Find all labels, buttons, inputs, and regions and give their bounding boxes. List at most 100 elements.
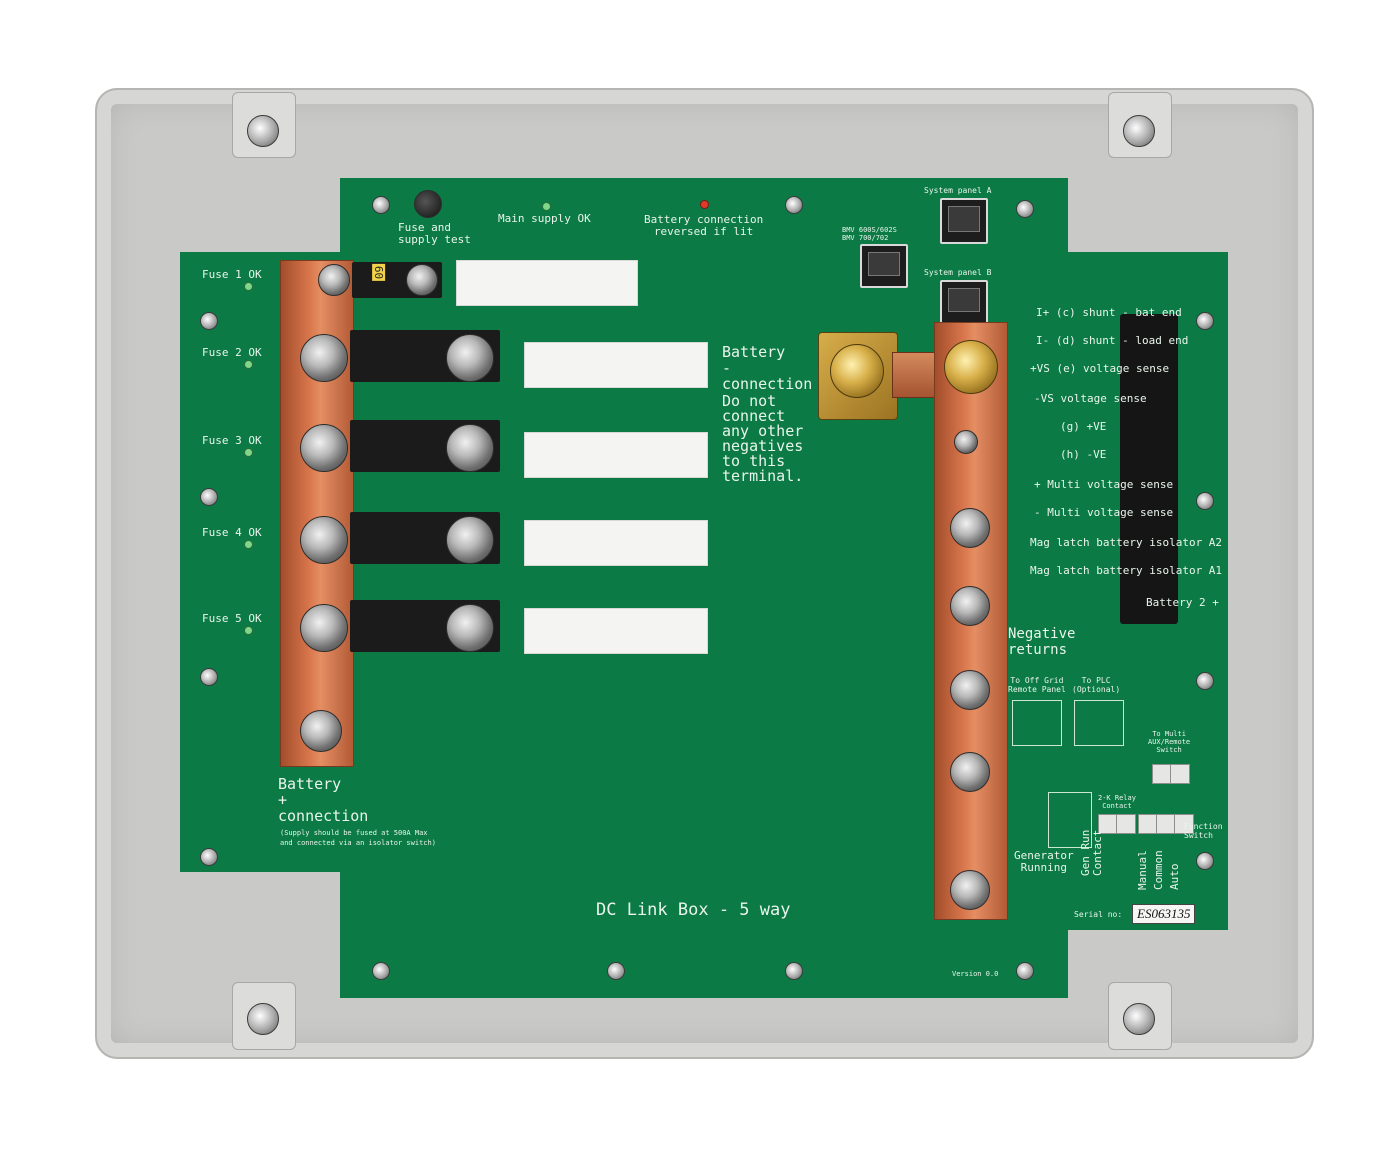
to-plc-label: To PLC (Optional) bbox=[1072, 676, 1121, 694]
serial-no-label: Serial no: bbox=[1074, 910, 1123, 919]
negative-return-bolt-icon bbox=[950, 586, 990, 626]
reverse-polarity-led-icon bbox=[700, 200, 709, 209]
gen-run-contact-label: Gen Run Contact bbox=[1079, 829, 1104, 876]
fuse-1-ok-label: Fuse 1 OK bbox=[202, 268, 262, 281]
board-screw-icon bbox=[372, 962, 390, 980]
system-panel-a-label: System panel A bbox=[924, 186, 992, 195]
pin-label-11: Battery 2 + bbox=[1146, 596, 1219, 609]
pin-label-4: -VS voltage sense bbox=[1034, 392, 1147, 405]
pin-label-6: (h) -VE bbox=[1060, 448, 1107, 461]
system-panel-a-port[interactable] bbox=[940, 198, 988, 244]
fuse-supply-test-label: Fuse and supply test bbox=[398, 221, 471, 246]
fuse-2-led-icon bbox=[244, 360, 253, 369]
board-screw-icon bbox=[200, 668, 218, 686]
board-screw-icon bbox=[785, 196, 803, 214]
battery-positive-note: (Supply should be fused at 500A Max and … bbox=[280, 829, 436, 847]
plc-connector[interactable] bbox=[1074, 700, 1124, 746]
fuse-5-bolt-icon bbox=[446, 604, 494, 652]
fuse-3-ok-label: Fuse 3 OK bbox=[202, 434, 262, 447]
board-screw-icon bbox=[1016, 200, 1034, 218]
bmv-label: BMV 600S/602S BMV 700/702 bbox=[842, 226, 897, 242]
fuse-4-ok-label: Fuse 4 OK bbox=[202, 526, 262, 539]
fuse-5-label-plate bbox=[524, 608, 708, 654]
auto-label: Auto bbox=[1168, 863, 1181, 891]
fuse-1-led-icon bbox=[244, 282, 253, 291]
fuse-1-bolt-icon bbox=[406, 264, 438, 296]
board-screw-icon bbox=[607, 962, 625, 980]
fuse-4-bolt-icon bbox=[446, 516, 494, 564]
pin-label-2: I- (d) shunt - load end bbox=[1036, 334, 1189, 347]
pin-label-7: + Multi voltage sense bbox=[1034, 478, 1174, 491]
board-screw-icon bbox=[1196, 852, 1214, 870]
pin-label-3: +VS (e) voltage sense bbox=[1030, 362, 1170, 375]
fuse-1-label-plate bbox=[456, 260, 638, 306]
version-label: Version 0.0 bbox=[952, 970, 999, 978]
to-off-grid-label: To Off Grid Remote Panel bbox=[1008, 676, 1066, 694]
pin-label-9: Mag latch battery isolator A2 bbox=[1030, 536, 1223, 549]
system-panel-b-port[interactable] bbox=[940, 280, 988, 324]
negative-return-bolt-icon bbox=[950, 752, 990, 792]
multi-switch-terminal[interactable] bbox=[1170, 764, 1190, 784]
lug-hole-icon bbox=[1123, 1003, 1155, 1035]
board-screw-icon bbox=[200, 848, 218, 866]
function-switch-terminal[interactable] bbox=[1138, 814, 1158, 834]
fuse-3-bolt-icon bbox=[300, 424, 348, 472]
fuse-5-led-icon bbox=[244, 626, 253, 635]
pin-label-10: Mag latch battery isolator A1 bbox=[1030, 564, 1223, 577]
test-button[interactable] bbox=[414, 190, 442, 218]
manual-label: Manual bbox=[1136, 850, 1149, 890]
fuse-3-led-icon bbox=[244, 448, 253, 457]
function-switch-label: Function Switch bbox=[1184, 822, 1223, 840]
system-panel-b-label: System panel B bbox=[924, 268, 992, 277]
negative-return-bolt-icon bbox=[950, 670, 990, 710]
to-multi-label: To Multi AUX/Remote Switch bbox=[1148, 730, 1191, 754]
battery-negative-title: Battery - connection bbox=[722, 343, 813, 393]
fuse-4-bolt-icon bbox=[300, 516, 348, 564]
fuse-1-rating: 60 bbox=[372, 263, 386, 282]
board-screw-icon bbox=[785, 962, 803, 980]
function-switch-terminal[interactable] bbox=[1156, 814, 1176, 834]
battery-negative-note: Do not connect any other negatives to th… bbox=[722, 392, 804, 485]
negative-returns-label: Negative returns bbox=[1008, 626, 1076, 658]
bmv-port[interactable] bbox=[860, 244, 908, 288]
negative-return-bolt-icon bbox=[950, 870, 990, 910]
generator-connector[interactable] bbox=[1048, 792, 1092, 848]
board-screw-icon bbox=[200, 312, 218, 330]
lug-hole-icon bbox=[247, 115, 279, 147]
positive-bus-bolt-icon bbox=[300, 710, 342, 752]
board-screw-icon bbox=[1196, 492, 1214, 510]
main-supply-led-icon bbox=[542, 202, 551, 211]
pin-label-5: (g) +VE bbox=[1060, 420, 1107, 433]
off-grid-connector[interactable] bbox=[1012, 700, 1062, 746]
board-screw-icon bbox=[200, 488, 218, 506]
generator-running-label: Generator Running bbox=[1014, 849, 1074, 874]
negative-return-bolt-icon bbox=[954, 430, 978, 454]
fuse-2-ok-label: Fuse 2 OK bbox=[202, 346, 262, 359]
board-screw-icon bbox=[1196, 672, 1214, 690]
pin-label-1: I+ (c) shunt - bat end bbox=[1036, 306, 1182, 319]
function-switch-terminal[interactable] bbox=[1174, 814, 1194, 834]
multi-switch-terminal[interactable] bbox=[1152, 764, 1172, 784]
fuse-3-label-plate bbox=[524, 432, 708, 478]
pin-header-column bbox=[1120, 314, 1178, 624]
fuse-5-bolt-icon bbox=[300, 604, 348, 652]
battery-reversed-label: Battery connection reversed if lit bbox=[644, 213, 764, 238]
gen-run-terminal[interactable] bbox=[1116, 814, 1136, 834]
fuse-2-bolt-icon bbox=[300, 334, 348, 382]
board-screw-icon bbox=[1016, 962, 1034, 980]
board-title: DC Link Box - 5 way bbox=[596, 900, 791, 920]
battery-positive-title: Battery + connection bbox=[278, 775, 369, 825]
fuse-5-ok-label: Fuse 5 OK bbox=[202, 612, 262, 625]
negative-bus-nut-icon bbox=[944, 340, 998, 394]
shunt-nut-icon bbox=[830, 344, 884, 398]
fuse-2-bolt-icon bbox=[446, 334, 494, 382]
common-label: Common bbox=[1152, 850, 1165, 890]
fuse-2-label-plate bbox=[524, 342, 708, 388]
fuse-3-bolt-icon bbox=[446, 424, 494, 472]
negative-return-bolt-icon bbox=[950, 508, 990, 548]
main-supply-ok-label: Main supply OK bbox=[498, 212, 591, 225]
lug-hole-icon bbox=[247, 1003, 279, 1035]
relay-contact-label: 2-K Relay Contact bbox=[1098, 794, 1136, 810]
board-screw-icon bbox=[1196, 312, 1214, 330]
pin-label-8: - Multi voltage sense bbox=[1034, 506, 1174, 519]
